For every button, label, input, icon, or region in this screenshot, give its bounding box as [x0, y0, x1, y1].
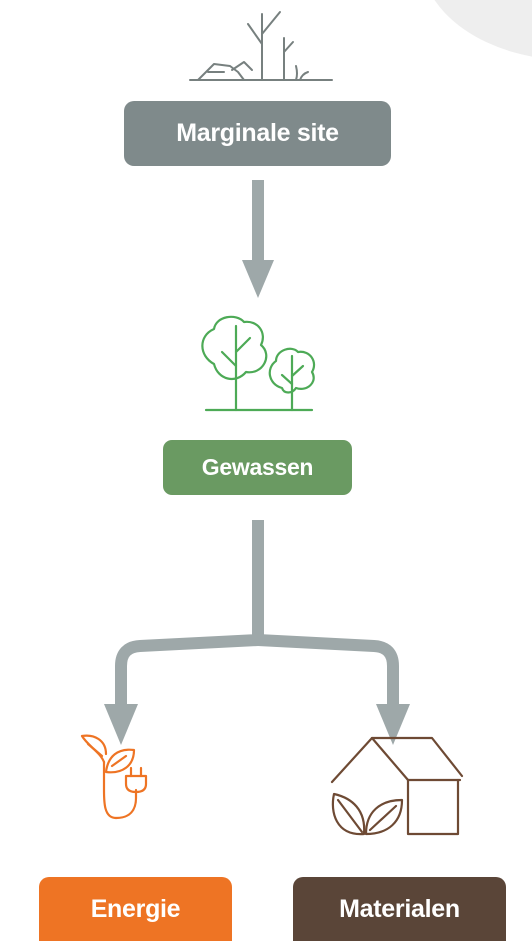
node-materials-label: Materialen — [339, 894, 460, 923]
plant-plug-icon — [80, 734, 148, 820]
trees-icon — [201, 315, 316, 412]
arrow-site-to-crops — [242, 180, 274, 298]
node-energy: Energie — [39, 877, 232, 941]
node-crops-label: Gewassen — [201, 454, 314, 480]
house-leaf-icon — [330, 736, 464, 836]
node-marginal-site-label: Marginale site — [176, 119, 339, 147]
arrow-head-materials — [376, 704, 410, 745]
barren-land-icon — [189, 11, 333, 81]
node-crops: Gewassen — [163, 440, 352, 495]
node-energy-label: Energie — [90, 894, 181, 923]
node-marginal-site: Marginale site — [124, 101, 391, 166]
node-materials: Materialen — [293, 877, 506, 941]
arrow-crops-split — [104, 520, 410, 745]
arrow-head-energy — [104, 704, 138, 745]
